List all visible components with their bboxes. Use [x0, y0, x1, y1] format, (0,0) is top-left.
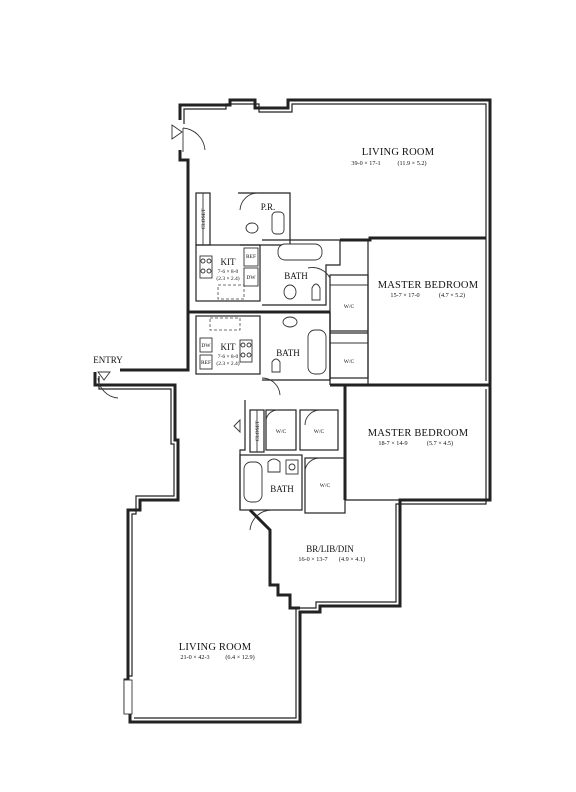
- bath-mid-name: BATH: [276, 348, 300, 358]
- master-bedroom-top-dims: 15-7 × 17-0: [390, 292, 419, 299]
- exterior-wall-top: [178, 98, 492, 387]
- closet-bottom-label: CLOSET: [255, 420, 261, 441]
- wic-bottom-label: W/C: [320, 483, 331, 489]
- kitchen-top-metric: (2.3 × 2.4): [216, 275, 239, 282]
- living-room-top-dims: 39-0 × 17-1: [351, 160, 380, 167]
- top-entry-door: [171, 124, 206, 152]
- kitchen-top-name: KIT: [221, 257, 236, 267]
- ref-top-label: REF: [246, 254, 256, 260]
- master-bedroom-bottom-name: MASTER BEDROOM: [368, 428, 469, 439]
- master-bedroom-bottom-metric: (5.7 × 4.5): [427, 440, 453, 447]
- kitchen-top-dims: 7-6 × 8-0: [218, 269, 239, 275]
- living-room-top-name: LIVING ROOM: [362, 147, 435, 158]
- mid-interior: [188, 310, 331, 396]
- bottom-entry-door: [97, 371, 119, 399]
- wic-lower-small-label: W/C: [276, 429, 287, 435]
- kitchen-bottom-name: KIT: [221, 342, 236, 352]
- master-bedroom-top-metric: (4.7 × 5.2): [439, 292, 465, 299]
- living-room-top-metric: (11.9 × 5.2): [397, 160, 426, 167]
- wic-lower-label: W/C: [314, 429, 325, 435]
- bath-top-name: BATH: [284, 271, 308, 281]
- wic-top-lower-label: W/C: [344, 359, 355, 365]
- dw-bottom-label: DW: [201, 343, 211, 349]
- ref-bottom-label: REF: [201, 360, 211, 366]
- exterior-wall-left-top: [120, 150, 190, 372]
- br-lib-din-dims: 16-0 × 13-7: [298, 556, 327, 563]
- master-bedroom-bottom-dims: 18-7 × 14-9: [378, 440, 407, 447]
- wic-top-upper-label: W/C: [344, 304, 355, 310]
- top-unit-interior: [195, 192, 486, 385]
- kitchen-bottom-dims: 7-6 × 8-0: [218, 354, 239, 360]
- lower-unit-interior: [233, 385, 400, 531]
- closet-top-label: CLOSET: [201, 208, 207, 229]
- bath-bottom-name: BATH: [270, 484, 294, 494]
- br-lib-din-name: BR/LIB/DIN: [306, 544, 354, 554]
- master-bedroom-top-name: MASTER BEDROOM: [378, 280, 479, 291]
- exterior-wall-bottom: [93, 372, 492, 724]
- entry-label: ENTRY: [93, 355, 123, 365]
- living-room-bottom-metric: (6.4 × 12.9): [225, 654, 254, 661]
- br-lib-din-metric: (4.9 × 4.1): [339, 556, 365, 563]
- dw-top-label: DW: [246, 275, 256, 281]
- kitchen-bottom-metric: (2.3 × 2.4): [216, 360, 239, 367]
- living-room-bottom-name: LIVING ROOM: [179, 642, 252, 653]
- powder-room-name: P.R.: [261, 202, 276, 212]
- exterior-walls: [93, 98, 492, 724]
- living-room-bottom-dims: 21-0 × 42-3: [180, 654, 209, 661]
- room-labels: LIVING ROOM 39-0 × 17-1 (11.9 × 5.2) P.R…: [93, 147, 478, 661]
